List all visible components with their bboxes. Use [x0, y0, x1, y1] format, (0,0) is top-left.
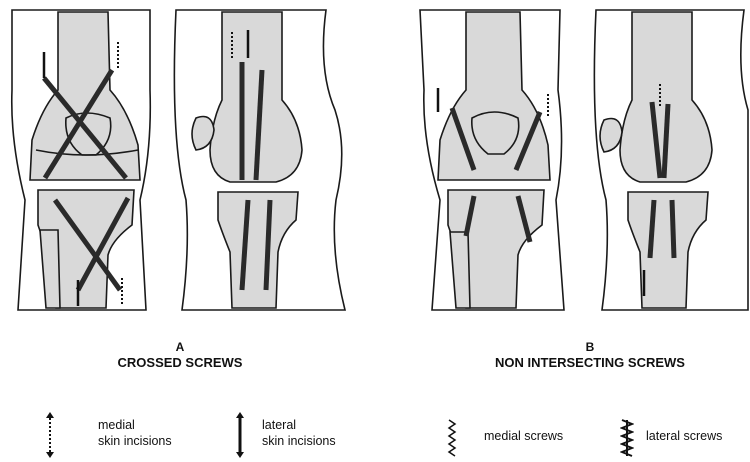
lateral-incision-line-2: skin incisions — [262, 433, 336, 449]
lateral-incision-legend-label: lateral skin incisions — [262, 417, 336, 449]
caption-b-title: NON INTERSECTING SCREWS — [495, 355, 685, 370]
caption-b-letter: B — [440, 340, 740, 355]
caption-b: B NON INTERSECTING SCREWS — [440, 340, 740, 370]
medial-incision-legend-icon — [44, 410, 56, 460]
lateral-incision-legend-icon — [234, 410, 246, 460]
caption-a-title: CROSSED SCREWS — [118, 355, 243, 370]
panel-a-front-view — [12, 10, 151, 310]
caption-a: A CROSSED SCREWS — [90, 340, 270, 370]
caption-a-letter: A — [90, 340, 270, 355]
medial-incision-line-1: medial — [98, 417, 172, 433]
medial-incision-legend-label: medial skin incisions — [98, 417, 172, 449]
panel-b-side-view — [594, 10, 748, 310]
panel-a-side-view — [174, 10, 345, 310]
medial-screw-legend-icon — [446, 418, 458, 458]
lateral-screw-legend-label: lateral screws — [646, 428, 722, 444]
lateral-incision-line-1: lateral — [262, 417, 336, 433]
lateral-screw-legend-icon — [620, 418, 634, 458]
screw-b-side-4 — [672, 200, 674, 258]
panel-b-front-view — [420, 10, 564, 310]
medial-incision-line-2: skin incisions — [98, 433, 172, 449]
medial-screw-legend-label: medial screws — [484, 428, 563, 444]
